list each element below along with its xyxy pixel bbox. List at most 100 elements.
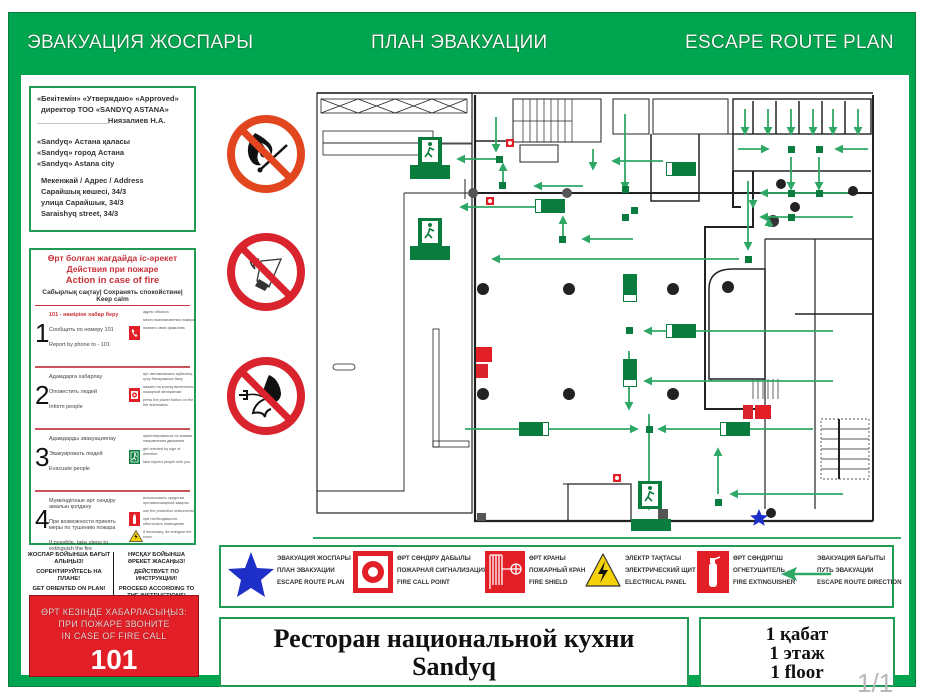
step-note: место возникновения пожара — [143, 318, 195, 322]
step-line-kazakh: 101 - нөміріне хабар беру — [49, 312, 119, 318]
floor-russian: 1 этаж — [769, 643, 825, 664]
legend-label-english: FIRE EXTINGUISHER — [733, 579, 796, 586]
fire-call-point-icon — [353, 551, 393, 593]
approval-line-2: директор ТОО «SANDYQ ASTANA» — [41, 105, 169, 114]
fire-action-box: Өрт болған жағдайда іс-әрекет Действия п… — [29, 248, 196, 552]
orient-kazakh: ЖОСПАР БОЙЫНША БАҒЫТ АЛЫҢЫЗ! — [27, 552, 111, 565]
legend-label-english: FIRE CALL POINT — [397, 579, 450, 586]
plan-baseline — [313, 537, 901, 539]
exit-sign-top-left — [410, 137, 450, 179]
action-title-kazakh: Өрт болған жағдайда іс-әрекет — [47, 253, 178, 263]
legend-item-plan: ЭВАКУАЦИЯ ЖОСПАРЫ ПЛАН ЭВАКУАЦИИ ESCAPE … — [221, 547, 361, 606]
step-line-russian: Эвакуировать людей — [49, 451, 103, 457]
exit-sign-icon — [129, 450, 140, 464]
fire-equipment — [476, 139, 771, 482]
orient-english: GET ORIENTED ON PLAN! — [32, 586, 106, 592]
step-note: использовать средства противопожарной за… — [143, 496, 189, 505]
orient-russian: СОРЕНТИРУЙТЕСЬ НА ПЛАНЕ! — [36, 569, 102, 582]
step-note: get oriented by sign of direction — [143, 447, 181, 456]
action-title-english: Action in case of fire — [65, 275, 160, 286]
step-note: use the protection instruments — [143, 509, 194, 513]
legend-box: ЭВАКУАЦИЯ ЖОСПАРЫ ПЛАН ЭВАКУАЦИИ ESCAPE … — [219, 545, 902, 608]
action-title-russian: Действия при пожаре — [66, 264, 159, 274]
fire-alarm-icon — [129, 388, 140, 402]
title-russian: ПЛАН ЭВАКУАЦИИ — [371, 32, 548, 53]
step-number: 1 — [35, 318, 50, 348]
keep-calm-text: Сабырлық сақтау| Сохранять спокойствие| … — [35, 289, 190, 306]
step-line-english: Evacuate people — [49, 466, 90, 472]
city-russian: «Sandyq» город Астана — [37, 148, 125, 157]
no-open-flame-icon — [227, 115, 305, 193]
legend-label-russian: ПУТЬ ЭВАКУАЦИИ — [817, 567, 874, 574]
columns — [468, 179, 858, 521]
legend-label-english: ESCAPE ROUTE DIRECTION — [817, 579, 902, 586]
no-smoking-icon — [227, 233, 305, 311]
fire-hose-icon — [485, 551, 525, 593]
legend-item-fire-call-point: ӨРТ СӨНДІРУ ДАБЫЛЫ ПОЖАРНАЯ СИГНАЛИЗАЦИЯ… — [351, 547, 491, 606]
electrical-hazard-icon — [129, 530, 143, 542]
step-note: назвать свою фамилию — [143, 326, 185, 330]
legend-label-english: FIRE SHIELD — [529, 579, 568, 586]
legend-item-route-direction: ЭВАКУАЦИЯ БАҒЫТЫ ПУТЬ ЭВАКУАЦИИ ESCAPE R… — [817, 547, 902, 606]
legend-label-kazakh: ЭЛЕКТР ТАҚТАСЫ — [625, 555, 682, 562]
building-title-line-2: Sandyq — [412, 652, 496, 681]
step-note: нажать на кнопку включения пожарной авто… — [143, 385, 194, 394]
approval-line-1: «Бекітемін» «Утверждаю» «Approved» — [37, 94, 179, 103]
step-note: при необходимости обесточить помещение — [143, 517, 185, 526]
you-are-here-marker — [750, 509, 768, 526]
legend-label-russian: ПЛАН ЭВАКУАЦИИ — [277, 567, 335, 574]
step-note: if necessary, de-energize the room — [143, 530, 192, 539]
step-note: press the power button on the fire autom… — [143, 398, 194, 407]
building-title-line-1: Ресторан национальной кухни — [273, 624, 635, 653]
step-note: ориентироваться по знакам направления дв… — [143, 434, 193, 443]
step-line-kazakh: Адамдарды эвакуациялау — [49, 436, 116, 442]
poster-frame: ЭВАКУАЦИЯ ЖОСПАРЫ ПЛАН ЭВАКУАЦИИ ESCAPE … — [8, 12, 916, 687]
header: ЭВАКУАЦИЯ ЖОСПАРЫ ПЛАН ЭВАКУАЦИИ ESCAPE … — [9, 13, 915, 73]
floor-english: 1 floor — [770, 662, 824, 683]
legend-label-russian: ПОЖАРНАЯ СИГНАЛИЗАЦИЯ — [397, 567, 488, 574]
fire-call-english: IN CASE OF FIRE CALL — [61, 631, 167, 641]
legend-label-russian: ОГНЕТУШИТЕЛЬ — [733, 567, 785, 574]
skylight-strip — [320, 98, 468, 114]
extinguisher-icon — [129, 512, 140, 526]
approval-box: «Бекітемін» «Утверждаю» «Approved» дирек… — [29, 86, 196, 232]
direction-markers — [496, 146, 823, 506]
title-english: ESCAPE ROUTE PLAN — [685, 32, 894, 53]
title-kazakh: ЭВАКУАЦИЯ ЖОСПАРЫ — [27, 32, 254, 53]
exit-sign-bottom — [631, 481, 671, 531]
step-line-russian: Оповестить людей — [49, 389, 98, 395]
legend-item-fire-extinguisher: ӨРТ СӨНДІРГІШ ОГНЕТУШИТЕЛЬ FIRE EXTINGUI… — [697, 547, 797, 606]
step-line-kazakh: Мүмкіндігінше өрт сөндіру амалын қолдану — [49, 498, 116, 510]
electrical-panel-icon — [585, 553, 621, 587]
address-label: Мекенжай / Адрес / Address — [41, 176, 144, 185]
legend-label-kazakh: ӨРТ КРАНЫ — [529, 555, 566, 562]
legend-item-fire-hose: ӨРТ КРАНЫ ПОЖАРНЫЙ КРАН FIRE SHIELD — [483, 547, 603, 606]
legend-item-electrical-panel: ЭЛЕКТР ТАҚТАСЫ ЭЛЕКТРИЧЕСКИЙ ЩИТ ELECTRI… — [585, 547, 696, 606]
step-line-russian: При возможности принять меры по тушению … — [49, 519, 116, 531]
legend-label-kazakh: ӨРТ СӨНДІРГІШ — [733, 555, 783, 562]
step-line-kazakh: Адамдарға хабарлау — [49, 374, 103, 380]
phone-icon — [129, 326, 140, 340]
legend-label-russian: ПОЖАРНЫЙ КРАН — [529, 567, 586, 574]
address-english: Saraishyq street, 34/3 — [41, 209, 119, 218]
floor-kazakh: 1 қабат — [765, 624, 829, 645]
no-electric-appliances-icon — [227, 357, 305, 435]
step-line-russian: Сообщить по номеру 101 — [49, 327, 114, 333]
step-number: 2 — [35, 380, 50, 410]
step-note: take injured people with you — [143, 460, 191, 464]
building-title-box: Ресторан национальной кухни Sandyq — [219, 617, 689, 687]
instruct-kazakh: НҰСҚАУ БОЙЫНША ӘРЕКЕТ ЖАСАҢЫЗ! — [127, 552, 186, 565]
approval-signature: _________________Ниязалиев Н.А. — [37, 116, 166, 125]
fire-call-kazakh: ӨРТ КЕЗІНДЕ ХАБАРЛАСЫҢЫЗ: — [41, 607, 187, 617]
legend-label-russian: ЭЛЕКТРИЧЕСКИЙ ЩИТ — [625, 567, 696, 574]
you-are-here-star-icon — [228, 552, 274, 597]
exit-sign-mid-left — [410, 218, 450, 260]
address-russian: улица Сарайшык, 34/3 — [41, 198, 124, 207]
evacuation-routes — [456, 109, 868, 511]
step-number: 4 — [35, 504, 50, 534]
fire-extinguisher-icon — [697, 551, 729, 593]
route-arrow-icon — [781, 567, 831, 581]
fire-call-number: 101 — [90, 644, 138, 675]
walls — [316, 92, 874, 523]
legend-label-kazakh: ӨРТ СӨНДІРУ ДАБЫЛЫ — [397, 555, 471, 562]
